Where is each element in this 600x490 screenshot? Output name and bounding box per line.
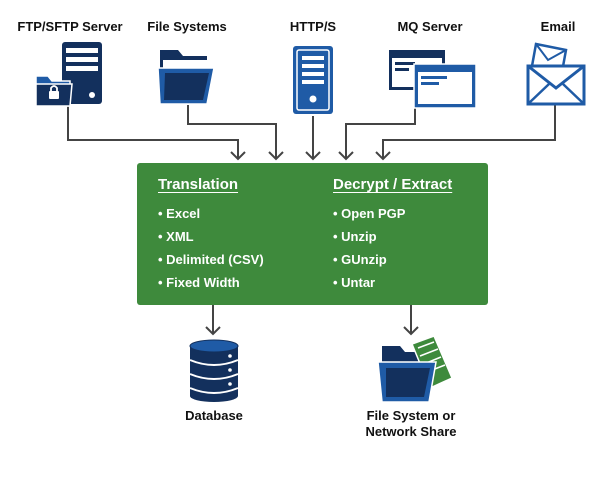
decrypt-item: • GUnzip [333, 252, 387, 267]
destination-label-line: File System or [366, 408, 456, 423]
translation-item: • Delimited (CSV) [158, 252, 264, 267]
email-envelope-icon [526, 42, 586, 106]
arrowhead-email [375, 151, 391, 161]
arrowhead-database [205, 326, 221, 336]
destination-label-line: Database [185, 408, 243, 423]
translation-item: • XML [158, 229, 194, 244]
arrowhead-filesystems [268, 151, 284, 161]
source-label-filesystems: File Systems [147, 19, 227, 34]
ftp-server-lock-icon [35, 42, 102, 107]
decrypt-item: • Untar [333, 275, 376, 290]
web-server-icon [293, 46, 333, 114]
destination-label-database: Database [164, 408, 264, 424]
destination-label-fileshare: File System or Network Share [346, 408, 476, 440]
connector-filesystems [187, 105, 277, 158]
source-label-mq: MQ Server [397, 19, 463, 34]
mq-windows-icon [389, 50, 477, 109]
decrypt-heading: Decrypt / Extract [333, 176, 453, 193]
arrowhead-mq [338, 151, 354, 161]
arrowhead-ftp [230, 151, 246, 161]
arrowheads [205, 151, 419, 336]
folder-icon [157, 50, 215, 105]
database-icon [189, 339, 239, 402]
processing-box [137, 163, 488, 305]
translation-item: • Fixed Width [158, 275, 240, 290]
source-label-email: Email [540, 19, 576, 34]
source-label-https: HTTP/S [289, 19, 337, 34]
destination-label-line: Network Share [365, 424, 457, 439]
source-label-ftp: FTP/SFTP Server [17, 19, 123, 34]
translation-item: • Excel [158, 206, 201, 221]
decrypt-item: • Unzip [333, 229, 377, 244]
connector-mq [345, 105, 416, 158]
decrypt-item: • Open PGP [333, 206, 406, 221]
connector-lines [67, 105, 556, 333]
arrowhead-fileshare [403, 326, 419, 336]
connector-ftp [67, 105, 239, 158]
translation-heading: Translation [158, 176, 239, 193]
folder-with-document-icon [377, 335, 453, 403]
connector-email [382, 105, 556, 158]
arrowhead-https [305, 151, 321, 161]
